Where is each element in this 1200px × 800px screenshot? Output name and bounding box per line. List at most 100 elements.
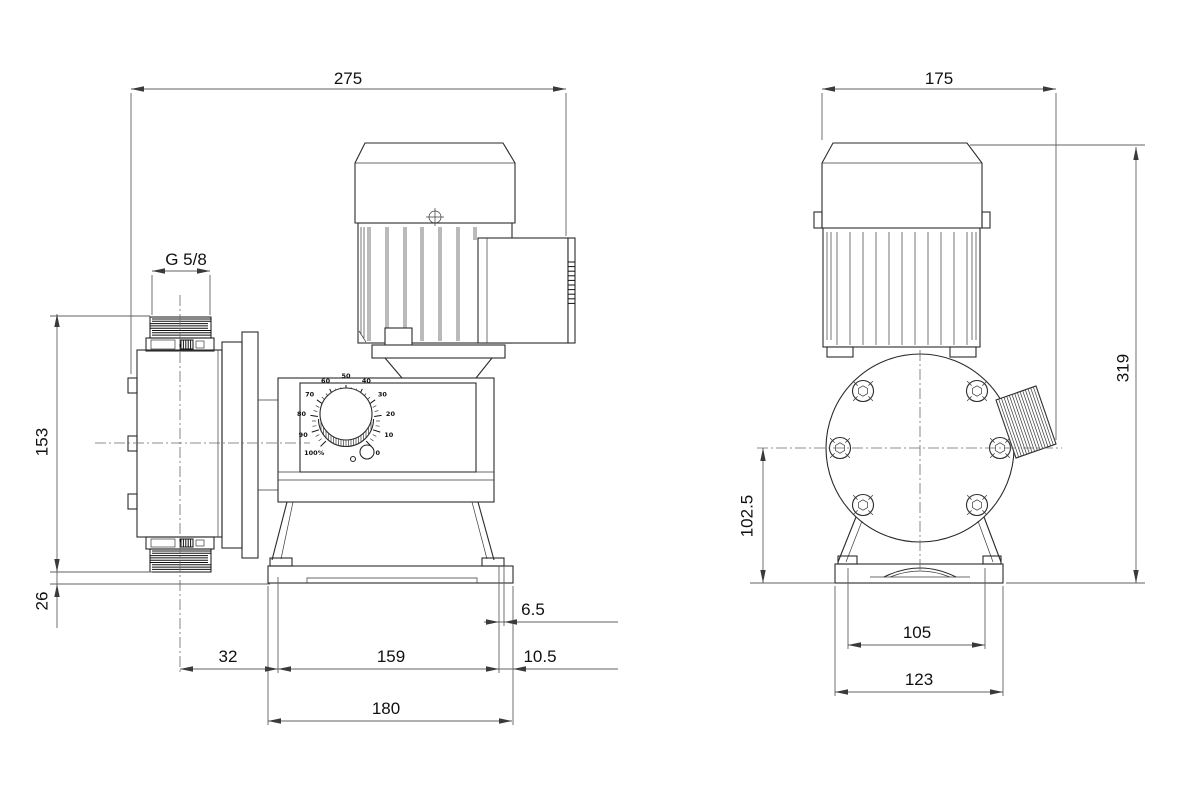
pedestal (977, 520, 994, 563)
dim-connection-thread: G 5/8 (165, 250, 207, 269)
dial-tick (311, 429, 320, 433)
discharge-thread (149, 316, 212, 339)
housing-bolt (851, 493, 875, 517)
dosing-head-body (136, 349, 223, 538)
dimension-arrow (278, 666, 291, 672)
base-skirt (280, 501, 294, 560)
dimension-arrow (822, 86, 835, 92)
dimension-lines (50, 86, 1145, 725)
dial-tick (372, 405, 377, 408)
base-skirt (477, 501, 495, 561)
bolt-tick (966, 380, 972, 386)
dial-scale-label: 30 (378, 391, 388, 399)
bolt-hex (972, 499, 982, 511)
dimension-labels: 275 G 5/8 153 26 32 159 10.5 6.5 180 175… (33, 69, 1133, 718)
bolt-tick (982, 494, 988, 500)
dim-slot-width: 6.5 (521, 600, 545, 619)
dimension-arrow (486, 619, 499, 625)
dim-base-width: 123 (905, 670, 933, 689)
dimension-arrow (1133, 147, 1139, 160)
dimension-arrow (54, 584, 60, 597)
dial-scale-label: 90 (299, 431, 309, 439)
bolt-tick (852, 510, 858, 516)
knob-knurl (1025, 389, 1046, 448)
dial-scale-label: 60 (321, 377, 331, 385)
bolt-tick (829, 437, 835, 443)
knob-knurl (1014, 393, 1035, 452)
knob-knurl (1006, 396, 1027, 455)
housing-bolt (965, 379, 989, 403)
dimension-arrow (835, 689, 848, 695)
fan-cover-ear (981, 211, 991, 229)
dimension-arrow (1133, 570, 1139, 583)
knob-knurl (1035, 385, 1057, 445)
dimension-arrow (504, 619, 517, 625)
base-tab (481, 557, 505, 567)
bolt-tick (966, 494, 972, 500)
dial-tick (372, 429, 381, 433)
dimension-arrow (180, 666, 193, 672)
fan-cover-ear (813, 211, 823, 229)
knob-knurl (998, 398, 1019, 458)
bolt-tick (868, 510, 874, 516)
nut-detail (179, 339, 194, 350)
dimension-arrow (553, 86, 566, 92)
dial-tick (372, 434, 377, 437)
pedestal (983, 516, 1002, 563)
pedestal (845, 520, 863, 563)
capacitor-box (384, 327, 413, 348)
motor-fin-block (822, 227, 981, 348)
dial-scale-label: 40 (362, 377, 372, 385)
base-tab (269, 557, 293, 567)
base-plate (267, 565, 514, 584)
base-recess (306, 577, 478, 583)
dimension-arrow (54, 559, 60, 572)
head-mounting-plate (241, 331, 259, 559)
dial-scale-label: 70 (305, 391, 315, 399)
dim-motor-width: 175 (925, 69, 953, 88)
housing-bolt (851, 379, 875, 403)
bolt-tick (1005, 453, 1011, 459)
dial-tick (320, 440, 327, 447)
motor-foot (826, 346, 854, 358)
dial-scale-label: 10 (384, 431, 394, 439)
dimension-arrow (152, 268, 165, 274)
dial-scale-label: 80 (297, 410, 307, 418)
centerlines (95, 295, 1062, 672)
dimension-arrow (197, 268, 210, 274)
dial-tick (315, 434, 320, 437)
bolt-hex (858, 385, 868, 397)
dim-valve-height: 153 (33, 428, 52, 456)
bolt-tick (868, 396, 874, 402)
bolt-tick (852, 380, 858, 386)
motor-neck (384, 357, 403, 379)
bolt-tick (989, 437, 995, 443)
bolt-tick (868, 380, 874, 386)
motor-flange (371, 344, 506, 359)
knob-knurl (1011, 394, 1033, 453)
dial-tick (313, 410, 318, 413)
bolt-hex (858, 499, 868, 511)
bolt-tick (845, 437, 851, 443)
terminal-box (477, 237, 569, 344)
front-view-drawing (127, 142, 576, 584)
head-flange-lug (127, 435, 138, 452)
knob-knurl (1003, 397, 1025, 456)
motor-neck (475, 357, 493, 379)
motor-foot (949, 346, 977, 358)
housing-bolt (965, 493, 989, 517)
terminal-box-side (567, 237, 576, 344)
base-arch (889, 570, 951, 578)
head-flange-lug (127, 377, 138, 394)
bolt-tick (982, 396, 988, 402)
dial-tick (374, 410, 379, 413)
dimension-arrow (1043, 86, 1056, 92)
dim-overall-height: 319 (1114, 354, 1133, 382)
pedestal (837, 516, 857, 563)
dimension-arrow (499, 718, 512, 724)
dial-scale-label: 20 (386, 410, 396, 418)
nut-detail (195, 539, 205, 547)
base-plate (834, 563, 1004, 584)
